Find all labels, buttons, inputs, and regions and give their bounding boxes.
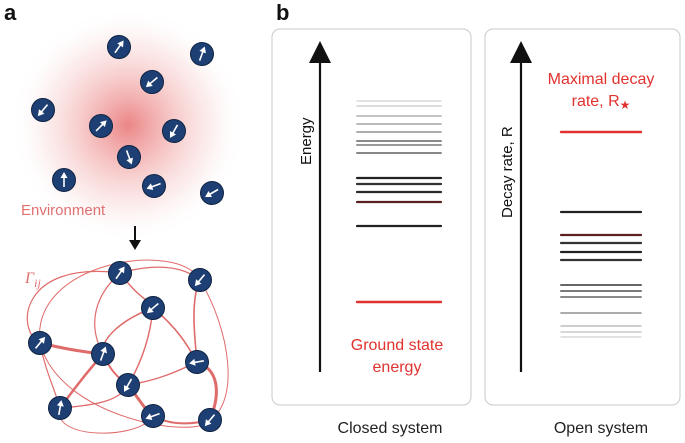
closed-energy-levels bbox=[355, 100, 443, 304]
spin-icon bbox=[91, 342, 115, 366]
spin-icon bbox=[31, 98, 55, 122]
spin-icon bbox=[200, 181, 224, 205]
spin-icon bbox=[116, 373, 140, 397]
closed-system-panel bbox=[271, 28, 472, 406]
coupling-curve bbox=[199, 279, 229, 421]
open-system-caption: Open system bbox=[554, 420, 648, 437]
panel-a-letter: a bbox=[4, 0, 17, 25]
panel-b-letter: b bbox=[276, 0, 289, 25]
spin-icon bbox=[117, 145, 141, 169]
spin-icon bbox=[108, 261, 132, 285]
maximal-decay-label-line1: Maximal decay bbox=[548, 71, 655, 88]
spin-icon bbox=[52, 168, 76, 192]
spin-icon bbox=[28, 331, 52, 355]
ground-state-label-line2: energy bbox=[373, 359, 422, 376]
spin-icon bbox=[142, 174, 166, 198]
coupling-curve bbox=[127, 307, 154, 386]
open-system-panel bbox=[484, 28, 681, 406]
coupling-curve bbox=[94, 272, 121, 355]
spin-icon bbox=[140, 70, 164, 94]
energy-axis-label: Energy bbox=[298, 117, 315, 165]
open-decay-levels bbox=[559, 130, 643, 338]
spin-icon bbox=[185, 350, 209, 374]
spin-icon bbox=[190, 42, 214, 66]
environment-spins bbox=[31, 35, 224, 205]
spin-icon bbox=[188, 268, 212, 292]
network-spins bbox=[28, 261, 222, 432]
coupling-curve bbox=[119, 266, 201, 281]
decay-rate-axis-label: Decay rate, R bbox=[499, 126, 516, 218]
spin-icon bbox=[198, 408, 222, 432]
maximal-decay-label-line2: rate, R★ bbox=[572, 93, 631, 112]
coupling-curve bbox=[39, 259, 201, 344]
ground-state-label-line1: Ground state bbox=[351, 337, 444, 354]
down-arrow-icon bbox=[129, 226, 141, 250]
coupling-curve bbox=[193, 279, 201, 363]
spin-icon bbox=[141, 296, 165, 320]
coupling-label: Γij bbox=[24, 270, 41, 290]
environment-label: Environment bbox=[21, 202, 106, 219]
spin-icon bbox=[141, 404, 165, 428]
spin-icon bbox=[48, 396, 72, 420]
spin-icon bbox=[107, 35, 131, 59]
spin-icon bbox=[162, 119, 186, 143]
closed-system-caption: Closed system bbox=[338, 420, 443, 437]
spin-icon bbox=[89, 114, 113, 138]
